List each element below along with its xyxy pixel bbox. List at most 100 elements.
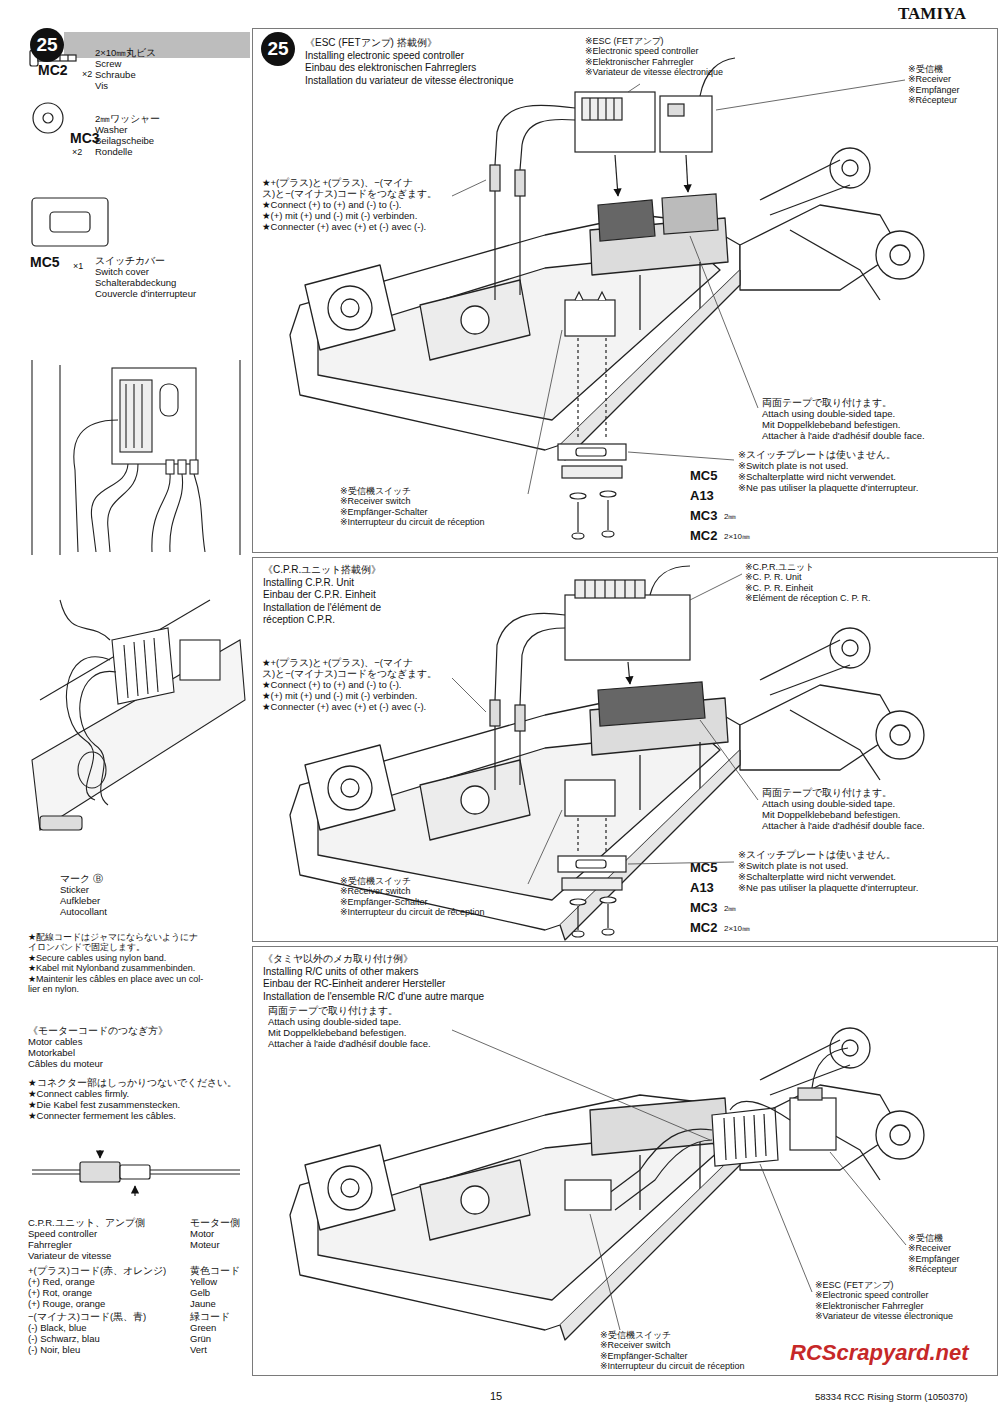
sticker-label: Autocollant	[60, 907, 107, 918]
wire-label: (-) Schwarz, blau	[28, 1334, 100, 1345]
assembly-note: ★(+) mit (+) und (-) mit (-) verbinden.	[262, 211, 417, 222]
dimension: 2×10㎜	[724, 532, 750, 541]
assembly-note: ※Switch plate is not used.	[738, 461, 848, 472]
callout: ※Receiver	[908, 1243, 951, 1253]
leader-lines	[452, 1030, 906, 1330]
callout: ※Receiver	[908, 74, 951, 84]
assembly-note: 両面テープで取り付けます。	[268, 1006, 398, 1017]
assembly-note: Mit Doppelklebeband befestigen.	[762, 420, 900, 431]
callout: ※ESC (FETアンプ)	[585, 36, 664, 46]
wire-label: Variateur de vitesse	[28, 1251, 111, 1262]
assembly-note: lier en nylon.	[28, 984, 79, 994]
assembly-note: ス)と−(マイナス)コードをつなぎます。	[262, 669, 437, 680]
wire-label: Jaune	[190, 1299, 216, 1310]
callout: ※受信機スイッチ	[340, 486, 411, 496]
callout: ※Variateur de vitesse électronique	[815, 1311, 953, 1321]
quantity: ×2	[72, 147, 82, 157]
callout: ※C. P. R. Einheit	[745, 583, 813, 593]
callout: ※Récepteur	[908, 95, 957, 105]
wire-label: (-) Noir, bleu	[28, 1345, 80, 1356]
part-code: MC5	[30, 254, 60, 270]
section-heading: Motor cables	[28, 1037, 82, 1048]
assembly-note: ★Connect cables firmly.	[28, 1089, 129, 1100]
callout: ※ESC (FETアンプ)	[815, 1280, 894, 1290]
assembly-note: ※Schalterplatte wird nicht verwendet.	[738, 872, 896, 883]
header-bar	[64, 32, 250, 58]
assembly-note: Attacher à l'aide d'adhésif double face.	[268, 1039, 431, 1050]
callout: ※Empfänger	[908, 85, 960, 95]
part-name: Vis	[95, 81, 108, 92]
callout: ※Empfänger-Schalter	[340, 507, 428, 517]
product-code: 58334 RCC Rising Storm (1050370)	[815, 1392, 968, 1403]
wire-label: (+) Red, orange	[28, 1277, 95, 1288]
wire-label: (+) Rouge, orange	[28, 1299, 105, 1310]
assembly-note: ★+(プラス)と+(プラス)、−(マイナ	[262, 178, 413, 189]
wire-label: Yellow	[190, 1277, 217, 1288]
part-code: MC5	[690, 860, 717, 875]
assembly-note: ★Secure cables using nylon band.	[28, 953, 166, 963]
assembly-note: ※Ne pas utiliser la plaquette d'interrup…	[738, 883, 918, 894]
callout: ※C. P. R. Unit	[745, 572, 801, 582]
assembly-note: ★Connect (+) to (+) and (-) to (-).	[262, 680, 401, 691]
quantity: ×2	[82, 69, 92, 79]
wire-label: Green	[190, 1323, 216, 1334]
section-heading: 《モーターコードのつなぎ方》	[28, 1026, 168, 1037]
panel-heading: Installation de l'ensemble R/C d'une aut…	[263, 991, 997, 1004]
step-number-text: 25	[267, 39, 288, 59]
part-name: Screw	[95, 59, 121, 70]
wire-label: Grün	[190, 1334, 211, 1345]
assembly-note: イロンバンドで固定します。	[28, 942, 145, 952]
sticker-label: Sticker	[60, 885, 89, 896]
brand-name: TAMIYA	[898, 4, 966, 24]
wire-label: (+) Rot, orange	[28, 1288, 92, 1299]
part-name: Switch cover	[95, 267, 149, 278]
part-name: Schalterabdeckung	[95, 278, 176, 289]
step-number-text: 25	[36, 35, 57, 55]
other-rc-install	[565, 1048, 848, 1210]
part-name: Couvercle d'interrupteur	[95, 289, 196, 300]
part-name: Schraube	[95, 70, 136, 81]
assembly-note: ★Connect (+) to (+) and (-) to (-).	[262, 200, 401, 211]
connector-illustration	[32, 1150, 240, 1196]
callout: ※Empfänger	[908, 1254, 960, 1264]
callout: ※Interrupteur du circuit de réception	[340, 517, 485, 527]
callout: ※Electronic speed controller	[585, 46, 699, 56]
step-number: 25	[30, 28, 64, 62]
callout: ※受信機スイッチ	[340, 876, 411, 886]
callout: ※Receiver switch	[600, 1340, 671, 1350]
wire-label: Motor	[190, 1229, 214, 1240]
callout: ※Empfänger-Schalter	[340, 897, 428, 907]
callout: ※Interrupteur du circuit de réception	[340, 907, 485, 917]
part-name: Rondelle	[95, 147, 133, 158]
wire-label: +(プラス)コード(赤、オレンジ)	[28, 1266, 166, 1277]
wire-label: (-) Black, blue	[28, 1323, 87, 1334]
callout: ※Interrupteur du circuit de réception	[600, 1361, 745, 1371]
assembly-note: Mit Doppelklebeband befestigen.	[268, 1028, 406, 1039]
part-code: MC3	[690, 508, 717, 523]
assembly-note: ★Kabel mit Nylonband zusammenbinden.	[28, 963, 195, 973]
dimension: 2×10㎜	[724, 924, 750, 933]
assembly-note: ★+(プラス)と+(プラス)、−(マイナ	[262, 658, 413, 669]
part-name: 2㎜ワッシャー	[95, 114, 160, 125]
callout: ※Empfänger-Schalter	[600, 1351, 688, 1361]
assembly-note: Attach using double-sided tape.	[762, 799, 895, 810]
assembly-note: ★Connecter fermement les câbles.	[28, 1111, 176, 1122]
callout: ※Variateur de vitesse électronique	[585, 67, 723, 77]
part-name: Beilagscheibe	[95, 136, 154, 147]
assembly-note: ※スイッチプレートは使いません。	[738, 450, 896, 461]
wire-label: −(マイナス)コード(黒、青)	[28, 1312, 146, 1323]
page-number: 15	[490, 1390, 502, 1403]
sticker-label: マーク Ⓑ	[60, 874, 103, 885]
assembly-note: ※Schalterplatte wird nicht verwendet.	[738, 472, 896, 483]
assembly-note: ※スイッチプレートは使いません。	[738, 850, 896, 861]
callout: ※Elektronischer Fahrregler	[815, 1301, 924, 1311]
part-name: 2×10㎜丸ビス	[95, 48, 156, 59]
part-code: A13	[690, 488, 714, 503]
part-code: MC3	[690, 900, 717, 915]
assembly-note: Attacher à l'aide d'adhésif double face.	[762, 821, 925, 832]
callout: ※C.P.R.ユニット	[745, 562, 814, 572]
assembly-note: ※Switch plate is not used.	[738, 861, 848, 872]
panel-heading: Einbau der C.P.R. Einheit	[263, 589, 997, 602]
